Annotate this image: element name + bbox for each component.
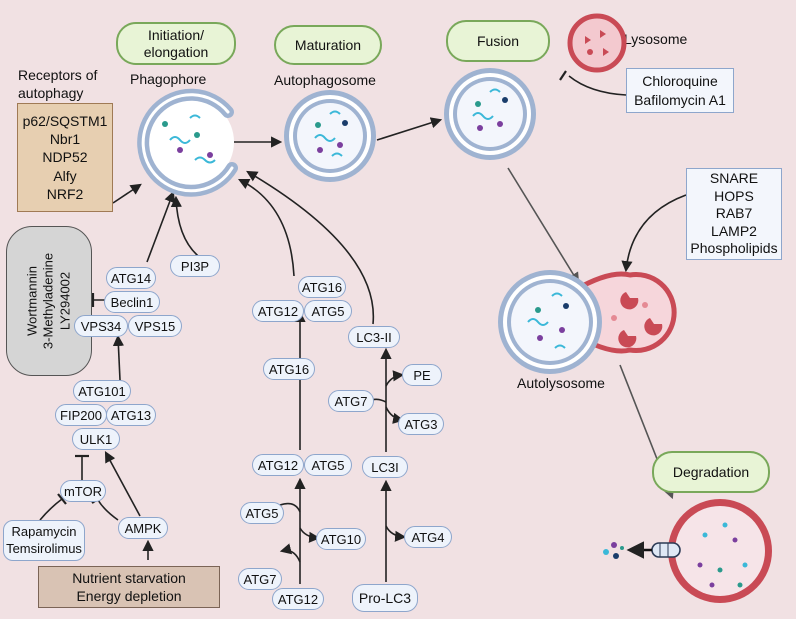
atg4-node: ATG4 <box>404 526 452 548</box>
lysosome-inhibitor-item: Chloroquine <box>642 73 718 90</box>
prolc3-node: Pro-LC3 <box>352 584 418 612</box>
receptor-item: NRF2 <box>46 185 84 202</box>
stage-degradation: Degradation <box>652 451 770 493</box>
fusion-factor-item: RAB7 <box>715 205 753 222</box>
stage-maturation: Maturation <box>274 25 382 65</box>
phagophore-label: Phagophore <box>130 71 207 87</box>
receptor-item: p62/SQSTM1 <box>22 113 108 130</box>
atg3-node: ATG3 <box>398 413 444 435</box>
stage-maturation-label: Maturation <box>294 36 362 53</box>
stage-fusion: Fusion <box>446 20 550 62</box>
receptors-box: p62/SQSTM1 Nbr1 NDP52 Alfy NRF2 <box>17 103 113 212</box>
atg10-node: ATG10 <box>316 528 366 550</box>
stage-degradation-label: Degradation <box>672 463 750 480</box>
stimulus-item: Nutrient starvation <box>72 569 186 586</box>
atg5-top-node: ATG5 <box>304 300 352 322</box>
vps15-node: VPS15 <box>128 315 182 337</box>
mtor-inhibitor-item: Rapamycin <box>11 524 77 540</box>
autolysosome-icon <box>498 270 677 374</box>
fusion-factor-item: LAMP2 <box>711 222 757 239</box>
ulk1-node: ULK1 <box>72 428 120 450</box>
autophagosome-icon <box>284 90 376 182</box>
receptor-item: Nbr1 <box>49 131 81 148</box>
fusion-factor-item: HOPS <box>714 187 754 204</box>
fusion-factor-item: Phospholipids <box>690 240 778 257</box>
stimulus-item: Energy depletion <box>76 588 182 604</box>
autolysosome-label: Autolysosome <box>517 375 605 391</box>
mtor-inhibitor-item: Temsirolimus <box>6 540 82 556</box>
lysosome-inhibitors-box: Chloroquine Bafilomycin A1 <box>626 68 734 113</box>
vps34-node: VPS34 <box>74 315 128 337</box>
lc3ii-node: LC3-II <box>348 326 400 348</box>
lysosome-inhibitor-item: Bafilomycin A1 <box>634 91 726 108</box>
atg12-bottom-node: ATG12 <box>272 588 324 610</box>
atg12-top-node: ATG12 <box>252 300 304 322</box>
pi3p-node: PI3P <box>170 255 220 277</box>
ampk-node: AMPK <box>118 517 168 539</box>
pi3k-inhibitors-box: Wortmannin 3-Methyladenine LY294002 <box>6 226 92 376</box>
stimuli-box: Nutrient starvation Energy depletion <box>38 566 220 608</box>
fusion-factor-item: SNARE <box>709 170 759 187</box>
receptor-item: Alfy <box>53 167 77 184</box>
degradation-icon <box>603 499 772 603</box>
stage-initiation-label: Initiation/ elongation <box>143 26 209 60</box>
atg12-mid-node: ATG12 <box>252 454 304 476</box>
receptors-title: Receptors of autophagy <box>18 67 98 101</box>
fusion-vesicle-icon <box>444 68 536 160</box>
lysosome-label: Lysosome <box>624 31 688 47</box>
fusion-factors-box: SNARE HOPS RAB7 LAMP2 Phospholipids <box>686 168 782 260</box>
atg5-low-node: ATG5 <box>240 502 284 524</box>
beclin1-node: Beclin1 <box>104 291 160 313</box>
lc3i-node: LC3I <box>362 456 408 478</box>
phagophore-icon <box>137 88 238 197</box>
atg7-left-node: ATG7 <box>238 568 282 590</box>
fip200-node: FIP200 <box>55 404 107 426</box>
receptor-item: NDP52 <box>42 149 88 166</box>
atg16-mid-node: ATG16 <box>263 358 315 380</box>
atg5-mid-node: ATG5 <box>304 454 352 476</box>
lysosome-icon <box>567 13 627 73</box>
mtor-node: mTOR <box>60 480 106 502</box>
atg13-node: ATG13 <box>106 404 156 426</box>
pe-node: PE <box>402 364 442 386</box>
stage-initiation: Initiation/ elongation <box>116 22 236 65</box>
atg101-node: ATG101 <box>73 380 131 402</box>
mtor-inhibitors-box: Rapamycin Temsirolimus <box>3 520 85 561</box>
atg14-node: ATG14 <box>106 267 156 289</box>
atg16-top-node: ATG16 <box>298 276 346 298</box>
autophagosome-label: Autophagosome <box>274 72 376 88</box>
stage-fusion-label: Fusion <box>476 32 520 49</box>
atg7-right-node: ATG7 <box>328 390 374 412</box>
